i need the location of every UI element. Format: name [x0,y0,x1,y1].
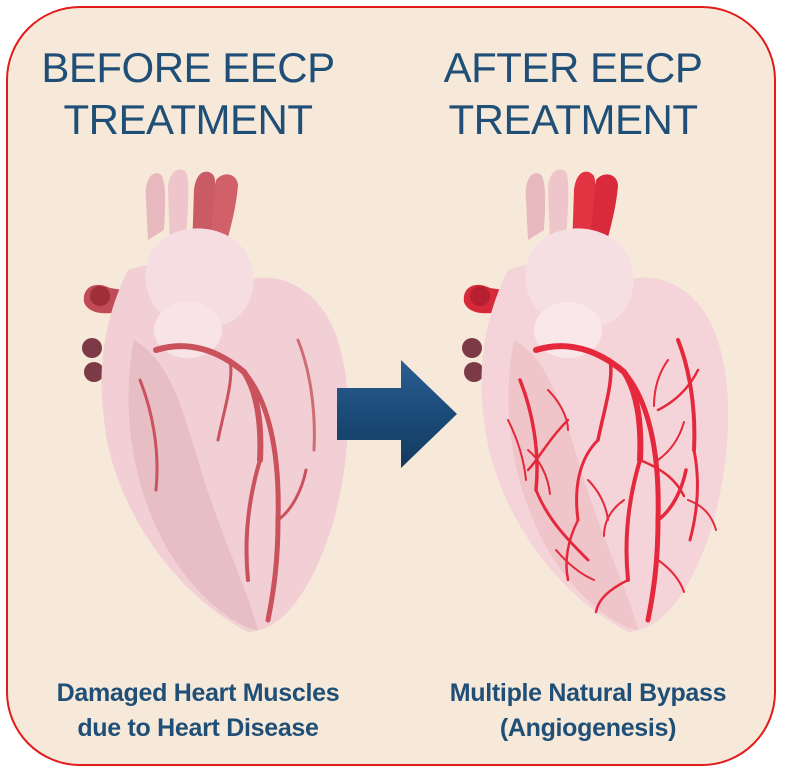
heart-after-icon [428,160,768,660]
infographic-frame: BEFORE EECP TREATMENT AFTER EECP TREATME… [6,6,776,766]
after-caption-line-2: (Angiogenesis) [408,711,768,746]
after-heading-line-2: TREATMENT [423,94,723,146]
before-caption-line-2: due to Heart Disease [18,711,378,746]
before-heading-line-2: TREATMENT [38,94,338,146]
after-heading-line-1: AFTER EECP [423,42,723,94]
before-heading: BEFORE EECP TREATMENT [38,42,338,146]
after-caption-line-1: Multiple Natural Bypass [408,676,768,711]
after-caption: Multiple Natural Bypass (Angiogenesis) [408,676,768,746]
after-heading: AFTER EECP TREATMENT [423,42,723,146]
before-caption-line-1: Damaged Heart Muscles [18,676,378,711]
before-caption: Damaged Heart Muscles due to Heart Disea… [18,676,378,746]
before-heading-line-1: BEFORE EECP [38,42,338,94]
heart-after-illustration [428,160,768,660]
